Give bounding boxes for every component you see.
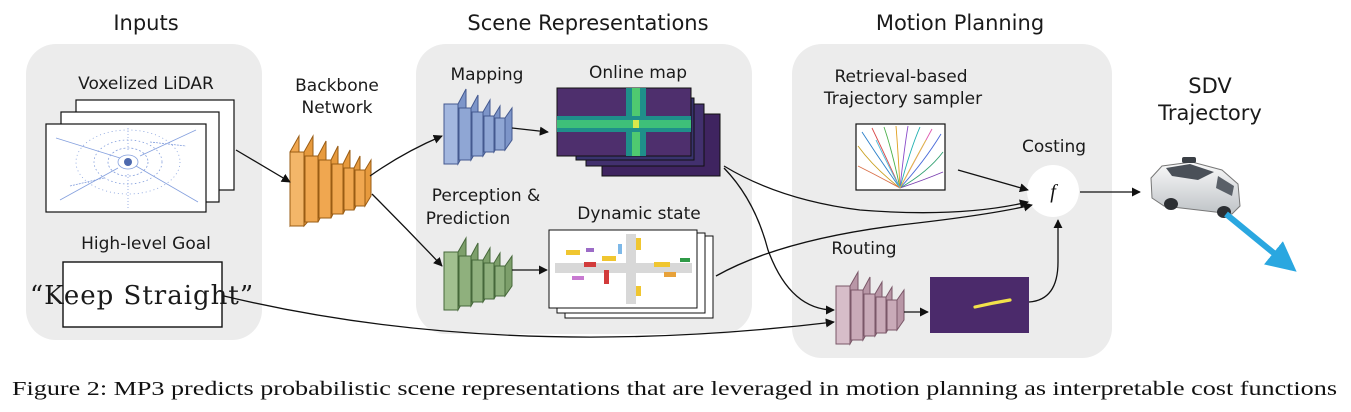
arrow-backbone-to-mapping [369, 134, 443, 177]
arrow-online-map-to-routing [723, 167, 835, 315]
lidar-sweep-stack [45, 99, 235, 213]
routing-label: Routing [831, 239, 896, 259]
online-map-label: Online map [589, 63, 687, 83]
online-map-stack [556, 87, 721, 177]
voxelized-lidar-label: Voxelized LiDAR [78, 74, 214, 94]
backbone-label-line1: Backbone [295, 76, 379, 96]
high-level-goal-label: High-level Goal [81, 234, 211, 254]
arrow-backbone-to-perception [371, 193, 443, 267]
dynamic-state-image [555, 234, 692, 304]
arrow-sampler-to-costing [957, 169, 1029, 193]
figure-caption: Figure 2: MP3 predicts probabilistic sce… [12, 378, 1337, 400]
arrow-dynamic-state-to-costing [715, 202, 1033, 277]
motion-planning-panel [792, 44, 1112, 358]
flow-arrows [223, 126, 1141, 338]
arrow-mapping-to-online-map [511, 126, 549, 136]
perception-label-line1: Perception & [432, 186, 541, 206]
cost-function-symbol: f [1050, 181, 1058, 203]
perception-header-block [443, 236, 513, 312]
dynamic-state-label: Dynamic state [577, 204, 700, 224]
lidar-point-cloud-image [55, 128, 199, 210]
arrow-goal-to-routing [223, 295, 835, 338]
sdv-car-icon [1150, 157, 1241, 218]
backbone-network-block [289, 134, 372, 228]
retrieval-label-line1: Retrieval-based [835, 67, 968, 87]
sdv-trajectory-arrow [1224, 211, 1297, 272]
perception-label-line2: Prediction [426, 209, 510, 229]
cost-function-node [1027, 165, 1079, 217]
trajectory-samples-image [857, 125, 944, 189]
arrow-lidar-to-backbone [235, 149, 291, 183]
online-map-image [557, 88, 691, 156]
arrow-route-map-to-costing [1028, 219, 1063, 303]
arrow-online-map-to-costing [723, 165, 1029, 214]
mapping-label: Mapping [451, 65, 524, 85]
inputs-title: Inputs [113, 11, 178, 35]
costing-label: Costing [1022, 137, 1086, 157]
retrieval-label-line2: Trajectory sampler [823, 89, 982, 109]
scene-representations-title: Scene Representations [467, 11, 708, 35]
backbone-label-line2: Network [302, 98, 373, 118]
dynamic-state-stack [548, 229, 714, 319]
motion-planning-title: Motion Planning [876, 11, 1044, 35]
sdv-label-line2: Trajectory [1157, 101, 1262, 125]
goal-command-box [62, 261, 223, 328]
mapping-header-block [443, 88, 513, 166]
goal-command-text: “Keep Straight” [30, 281, 254, 311]
route-path-line [973, 298, 1012, 309]
trajectory-sampler-frame [855, 123, 946, 191]
sdv-label-line1: SDV [1188, 74, 1232, 98]
routing-header-block [835, 270, 905, 346]
